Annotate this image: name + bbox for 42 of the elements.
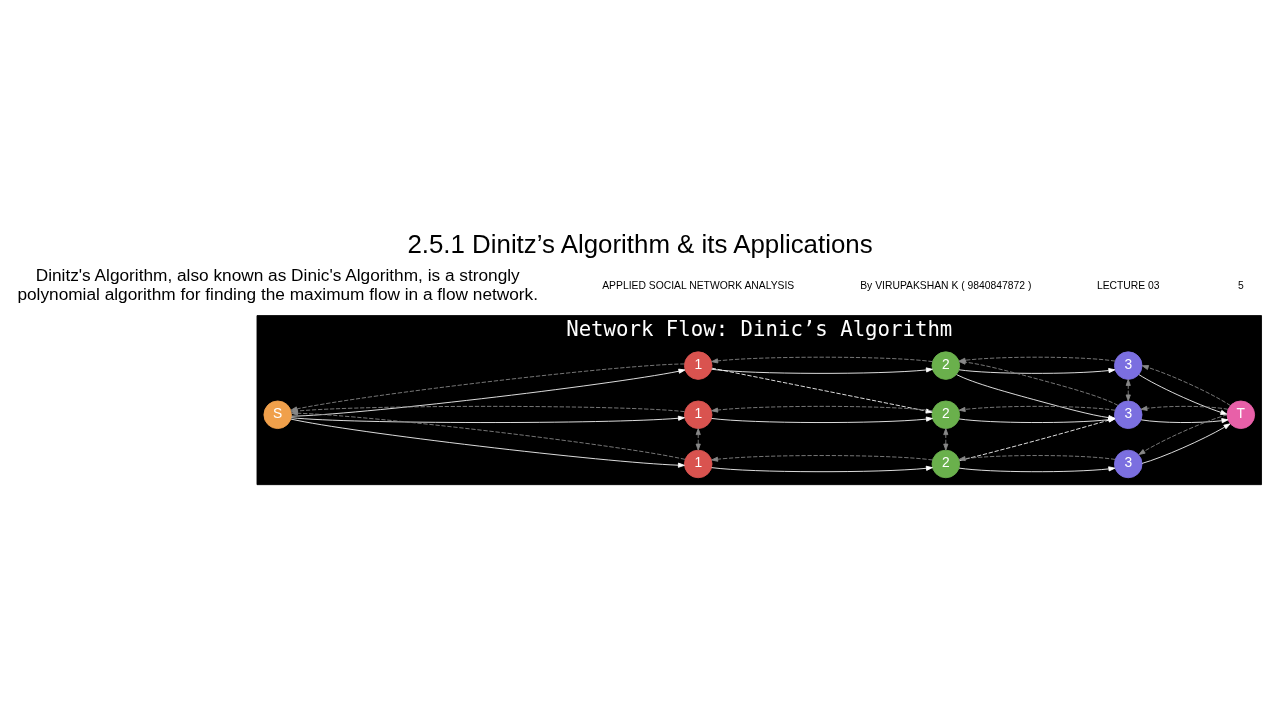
node-circle: 1 bbox=[684, 449, 713, 479]
arrow bbox=[711, 455, 933, 462]
arrow bbox=[958, 466, 1116, 473]
arrow bbox=[290, 418, 685, 468]
arrow bbox=[1138, 374, 1228, 415]
diagram-title: 2.5.1 Dinitz’s Algorithm & its Applications bbox=[407, 229, 873, 258]
node-circle: 3 bbox=[1114, 351, 1143, 380]
arrow bbox=[943, 428, 949, 451]
label: APPLIED SOCIAL NETWORK ANALYSIS bbox=[602, 279, 795, 291]
arrow bbox=[1138, 414, 1228, 455]
arrow bbox=[956, 374, 1116, 421]
arrow bbox=[1141, 423, 1231, 464]
arrow bbox=[1125, 379, 1131, 402]
arrow bbox=[290, 415, 685, 423]
arrow bbox=[958, 368, 1116, 374]
arrow bbox=[958, 405, 1116, 412]
arrow bbox=[1140, 418, 1229, 424]
arrow bbox=[1141, 365, 1231, 406]
arrow bbox=[711, 367, 933, 414]
label: By VIRUPAKSHAN K ( 9840847872 ) bbox=[860, 279, 1032, 291]
node-circle: 1 bbox=[684, 400, 713, 429]
arrow bbox=[711, 416, 933, 423]
node-circle: 2 bbox=[931, 351, 961, 380]
arrow bbox=[959, 417, 1116, 462]
arrow bbox=[695, 428, 701, 451]
node-circle: 3 bbox=[1114, 449, 1143, 479]
label: Dinitz's Algorithm, also known as Dinic's Algorithm, is a strongly polynomial algorithm for finding the maximum flow in a flow network. bbox=[17, 265, 538, 305]
node-circle: 2 bbox=[931, 400, 961, 429]
arrow bbox=[711, 367, 933, 374]
label: LECTURE 03 bbox=[1096, 279, 1160, 291]
node-circle: T bbox=[1226, 400, 1256, 429]
arrow bbox=[711, 356, 933, 364]
label: 5 bbox=[1237, 279, 1244, 291]
node-circle: 2 bbox=[931, 449, 961, 479]
node-circle: 1 bbox=[684, 351, 713, 380]
arrow bbox=[958, 455, 1116, 462]
arrow bbox=[711, 405, 933, 413]
arrow bbox=[958, 417, 1116, 423]
node-circle: 3 bbox=[1114, 400, 1143, 429]
node-circle: S bbox=[263, 400, 292, 429]
arrow bbox=[711, 465, 933, 473]
arrow bbox=[1140, 405, 1229, 411]
